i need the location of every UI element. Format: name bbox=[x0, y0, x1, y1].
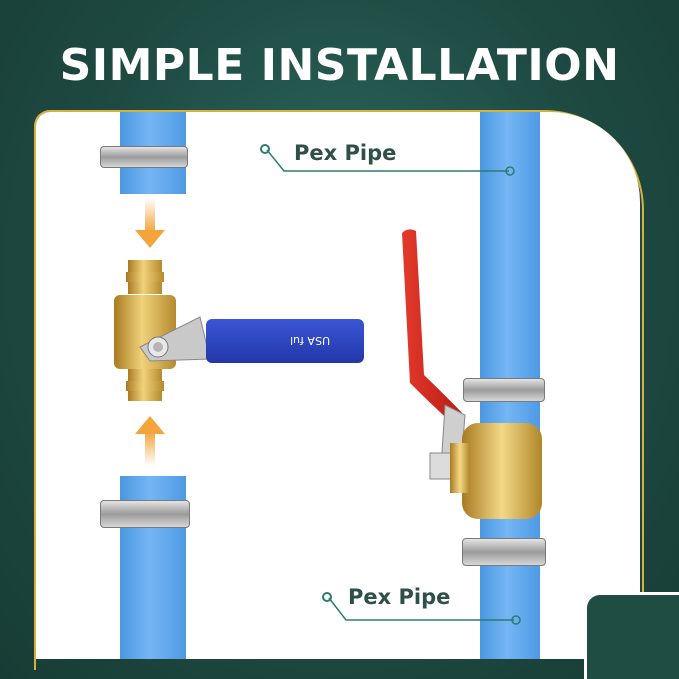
callout-label-top: Pex Pipe bbox=[294, 141, 397, 165]
page-title: SIMPLE INSTALLATION bbox=[59, 40, 620, 91]
ball-valve-right bbox=[402, 229, 542, 519]
callout-label-bottom: Pex Pipe bbox=[348, 585, 451, 609]
pipe-clamp bbox=[463, 378, 545, 402]
panel-border bbox=[34, 110, 644, 670]
callout-marker-icon bbox=[260, 144, 270, 154]
corner-decoration bbox=[584, 592, 679, 679]
callout-leader-line bbox=[266, 149, 515, 176]
ball-valve-left bbox=[114, 260, 364, 401]
pipe-clamp bbox=[100, 146, 188, 168]
callout-leader-line bbox=[328, 597, 521, 625]
valve-handle-text: USA ful bbox=[290, 334, 331, 347]
pipe-clamp bbox=[462, 538, 546, 566]
pipe-clamp bbox=[100, 500, 190, 528]
arrow-down-icon bbox=[135, 198, 165, 248]
arrow-up-icon bbox=[135, 416, 165, 466]
callout-marker-icon bbox=[322, 592, 332, 602]
